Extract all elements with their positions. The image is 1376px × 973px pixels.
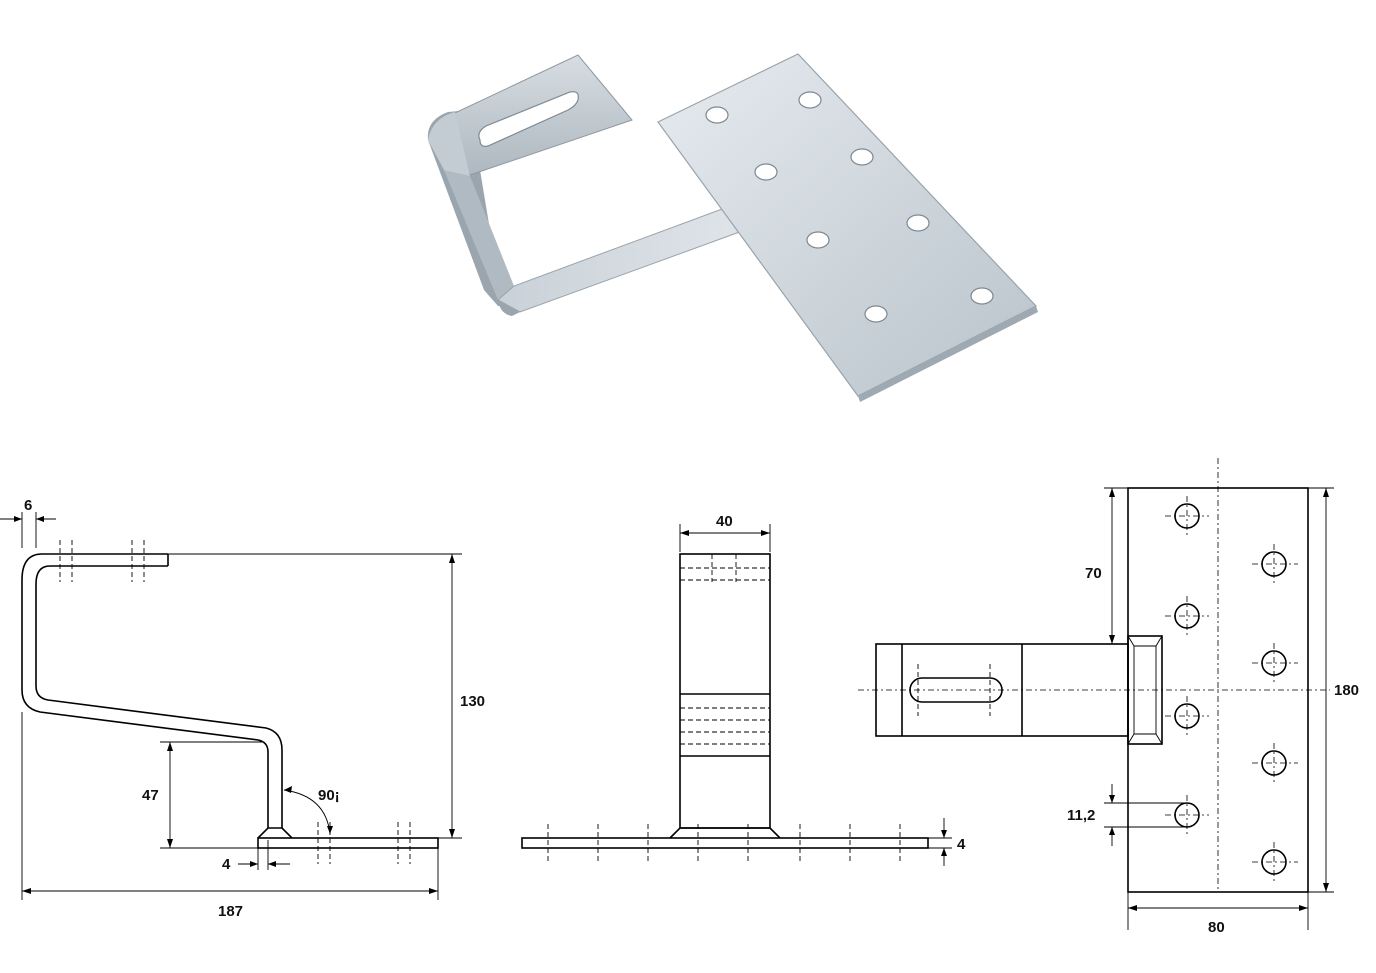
dim-offset: 70 — [1085, 565, 1102, 582]
front-view: 40 4 — [521, 513, 966, 866]
plate-holes — [1165, 496, 1298, 882]
dim-length: 187 — [218, 903, 243, 920]
dim-lower-height: 47 — [142, 787, 159, 804]
dim-top-offset: 6 — [24, 497, 32, 514]
dim-height: 130 — [460, 693, 485, 710]
dim-plate-width: 80 — [1208, 919, 1225, 936]
dim-plate-height: 180 — [1334, 682, 1359, 699]
dim-bar-width: 40 — [716, 513, 733, 530]
dim-angle: 90¡ — [318, 787, 340, 804]
top-view: 70 11,2 180 80 — [858, 458, 1359, 936]
side-view: 6 130 47 4 90¡ 187 — [0, 497, 485, 920]
dim-thickness: 4 — [222, 856, 231, 873]
dim-hole-diameter: 11,2 — [1067, 807, 1095, 824]
dim-plate-thickness: 4 — [957, 836, 966, 853]
product-illustration — [427, 53, 1038, 402]
